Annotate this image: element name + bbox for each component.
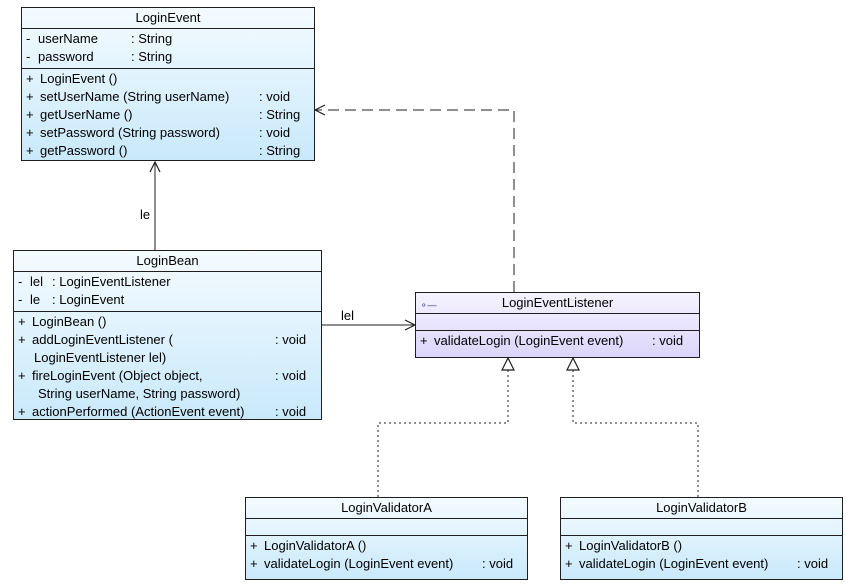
operation-row: + LoginBean () xyxy=(14,313,321,331)
operation-name: getPassword () xyxy=(40,143,128,158)
operations-section: + LoginBean () + addLoginEventListener (… xyxy=(14,312,321,423)
operation-name: LoginBean () xyxy=(32,314,107,329)
role-label-lel: lel xyxy=(341,308,355,323)
class-login-event[interactable]: LoginEvent - userName : String - passwor… xyxy=(21,7,315,161)
operation-row: + actionPerformed (ActionEvent event) : … xyxy=(14,403,321,421)
class-login-bean[interactable]: LoginBean - lel : LoginEventListener - l… xyxy=(13,250,322,420)
operation-type: : void xyxy=(275,332,307,347)
attribute-name: userName xyxy=(38,31,98,46)
visibility-marker: + xyxy=(18,368,26,383)
visibility-marker: + xyxy=(250,556,258,571)
operation-name: setUserName (String userName) xyxy=(40,89,230,104)
attribute-type: : LoginEventListener xyxy=(52,274,171,289)
operation-name-continued: LoginEventListener lel) xyxy=(34,350,167,365)
operation-row: + validateLogin (LoginEvent event) : voi… xyxy=(246,555,527,573)
operation-type: : void xyxy=(275,368,307,383)
operation-row: + getPassword () : String xyxy=(22,142,314,160)
visibility-marker: + xyxy=(18,314,26,329)
attribute-name: password xyxy=(38,49,94,64)
visibility-marker: + xyxy=(565,538,573,553)
operation-name: LoginEvent () xyxy=(40,71,118,86)
operation-row: + setUserName (String userName) : void xyxy=(22,88,314,106)
operation-row: + getUserName () : String xyxy=(22,106,314,124)
operation-name: LoginValidatorA () xyxy=(264,538,367,553)
visibility-marker: + xyxy=(565,556,573,571)
operation-type: : void xyxy=(482,556,514,571)
attribute-row: - lel : LoginEventListener xyxy=(14,273,321,291)
class-name: LoginValidatorA xyxy=(246,498,527,519)
attribute-row: - le : LoginEvent xyxy=(14,291,321,309)
visibility-marker: + xyxy=(26,89,34,104)
operation-row: + validateLogin (LoginEvent event) : voi… xyxy=(561,555,842,573)
attribute-name: lel xyxy=(30,274,44,289)
visibility-marker: + xyxy=(250,538,258,553)
operation-row: + setPassword (String password) : void xyxy=(22,124,314,142)
attributes-section xyxy=(246,519,527,536)
operation-name: LoginValidatorB () xyxy=(579,538,683,553)
attributes-section xyxy=(416,314,699,331)
operation-name: actionPerformed (ActionEvent event) xyxy=(32,404,245,419)
operations-section: + validateLogin (LoginEvent event) : voi… xyxy=(416,331,699,352)
realization-validator-b xyxy=(573,358,699,497)
operations-section: + LoginValidatorB () + validateLogin (Lo… xyxy=(561,536,842,575)
operation-type: : String xyxy=(259,107,301,122)
class-name: LoginEventListener xyxy=(501,295,614,310)
operation-type: : void xyxy=(797,556,829,571)
operations-section: + LoginValidatorA () + validateLogin (Lo… xyxy=(246,536,527,575)
visibility-marker: - xyxy=(18,274,23,289)
visibility-marker: + xyxy=(26,107,34,122)
attributes-section: - userName : String - password : String xyxy=(22,29,314,69)
operation-name: getUserName () xyxy=(40,107,133,122)
interface-login-event-listener[interactable]: ⚬— LoginEventListener + validateLogin (L… xyxy=(415,292,700,358)
operation-name: validateLogin (LoginEvent event) xyxy=(434,333,624,348)
visibility-marker: + xyxy=(420,333,428,348)
interface-icon: ⚬— xyxy=(420,300,437,310)
realization-validator-a xyxy=(377,358,508,497)
operation-name: validateLogin (LoginEvent event) xyxy=(264,556,454,571)
attribute-row: - password : String xyxy=(22,48,314,66)
operation-type: : String xyxy=(259,143,301,158)
visibility-marker: + xyxy=(26,71,34,86)
operation-type: : void xyxy=(259,89,291,104)
class-login-validator-a[interactable]: LoginValidatorA + LoginValidatorA () + v… xyxy=(245,497,528,580)
operation-row: + addLoginEventListener ( LoginEventList… xyxy=(14,331,321,367)
attributes-section: - lel : LoginEventListener - le : LoginE… xyxy=(14,272,321,312)
operation-row: + fireLoginEvent (Object object, String … xyxy=(14,367,321,403)
operation-type: : void xyxy=(652,333,684,348)
attribute-type: : String xyxy=(131,49,173,64)
operation-name: addLoginEventListener ( xyxy=(32,332,173,347)
class-name: LoginValidatorB xyxy=(561,498,842,519)
attribute-row: - userName : String xyxy=(22,30,314,48)
visibility-marker: + xyxy=(26,125,34,140)
visibility-marker: + xyxy=(18,404,26,419)
operation-type: : void xyxy=(275,404,307,419)
operation-row: + LoginEvent () xyxy=(22,70,314,88)
operation-row: + LoginValidatorA () xyxy=(246,537,527,555)
attribute-type: : LoginEvent xyxy=(52,292,125,307)
operation-row: + LoginValidatorB () xyxy=(561,537,842,555)
operation-name-continued: String userName, String password) xyxy=(38,386,241,401)
visibility-marker: + xyxy=(18,332,26,347)
visibility-marker: + xyxy=(26,143,34,158)
visibility-marker: - xyxy=(26,31,31,46)
attributes-section xyxy=(561,519,842,536)
attribute-name: le xyxy=(30,292,41,307)
visibility-marker: - xyxy=(18,292,23,307)
operation-name: validateLogin (LoginEvent event) xyxy=(579,556,769,571)
interface-header: ⚬— LoginEventListener xyxy=(416,293,699,314)
operation-row: + validateLogin (LoginEvent event) : voi… xyxy=(416,332,699,350)
class-name: LoginEvent xyxy=(22,8,314,29)
dependency-listener-event xyxy=(315,110,515,292)
attribute-type: : String xyxy=(131,31,173,46)
operation-type: : void xyxy=(259,125,291,140)
operation-name: setPassword (String password) xyxy=(40,125,220,140)
class-login-validator-b[interactable]: LoginValidatorB + LoginValidatorB () + v… xyxy=(560,497,843,580)
role-label-le: le xyxy=(140,207,151,222)
operations-section: + LoginEvent () + setUserName (String us… xyxy=(22,69,314,162)
operation-name: fireLoginEvent (Object object, xyxy=(32,368,203,383)
visibility-marker: - xyxy=(26,49,31,64)
class-name: LoginBean xyxy=(14,251,321,272)
